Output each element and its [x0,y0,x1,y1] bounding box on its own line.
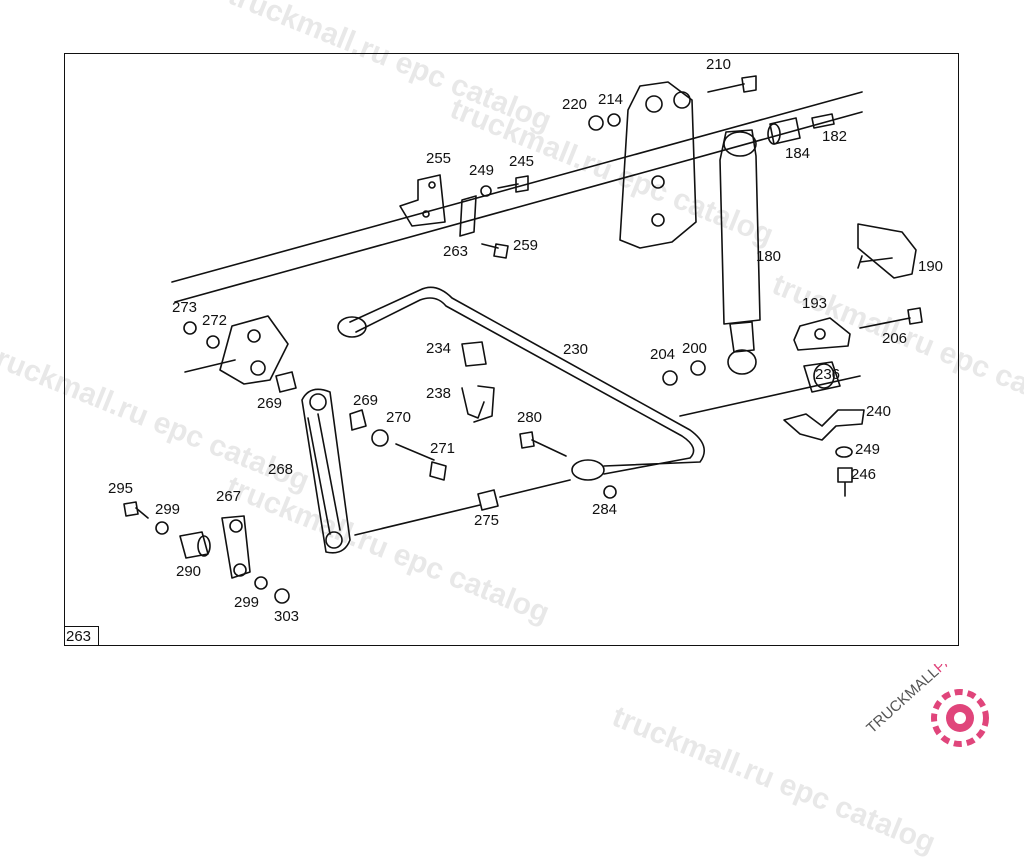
part-number-label[interactable]: 269 [353,392,378,409]
pin-182 [811,113,835,129]
part-number-label[interactable]: 271 [430,440,455,457]
part-number-label[interactable]: 299 [234,594,259,611]
bolt-210 [707,75,757,93]
bushing-269 [349,409,367,431]
bolt-280 [519,431,567,457]
bracket-190 [857,223,917,279]
frame-rail-line [174,111,863,303]
diagram-frame [64,53,959,646]
bolt-245 [497,175,529,193]
logo-gear-icon [931,689,989,747]
block-234 [461,341,487,367]
link-268 [301,388,351,554]
stabilizer-bar-230 [349,286,706,475]
part-number-label[interactable]: 214 [598,91,623,108]
part-number-label[interactable]: 236 [815,366,840,383]
part-number-label[interactable]: 190 [918,258,943,275]
frame-rail-line [499,479,571,498]
part-number-label[interactable]: 249 [855,441,880,458]
part-number-label[interactable]: 268 [268,461,293,478]
part-number-label[interactable]: 295 [108,480,133,497]
shock-bracket [619,81,697,249]
part-number-label[interactable]: 280 [517,409,542,426]
part-number-label[interactable]: 220 [562,96,587,113]
bracket-255 [399,174,446,227]
part-number-label[interactable]: 273 [172,299,197,316]
part-number-label[interactable]: 184 [785,145,810,162]
bushing-269 [275,371,297,393]
part-number-label[interactable]: 180 [756,248,781,265]
part-number-label[interactable]: 230 [563,341,588,358]
part-number-label[interactable]: 245 [509,153,534,170]
part-number-label[interactable]: 206 [882,330,907,347]
parts-diagram: 210 220 214 184 182 255 249 245 263 259 180 190 273 2… [108,56,943,625]
frame-rail-line [184,359,236,373]
part-number-label[interactable]: 238 [426,385,451,402]
part-number-label[interactable]: 259 [513,237,538,254]
clamp-193 [793,317,851,351]
bolt-295 [123,501,149,519]
frame-rail-line [171,91,863,283]
frame-rail-line [354,504,481,536]
part-number-label[interactable]: 234 [426,340,451,357]
link-bracket [219,315,289,385]
part-number-label[interactable]: 272 [202,312,227,329]
part-number-label[interactable]: 299 [155,501,180,518]
clamp-240 [783,409,865,441]
part-number-label[interactable]: 240 [866,403,891,420]
part-number-label[interactable]: 269 [257,395,282,412]
strap-263 [459,195,477,237]
part-number-label[interactable]: 210 [706,56,731,73]
part-number-label[interactable]: 263 [443,243,468,260]
bolt-246 [837,467,853,497]
bolt-259 [481,243,509,259]
page-reference: 263 [64,626,99,646]
part-number-label[interactable]: 255 [426,150,451,167]
part-number-label[interactable]: 246 [851,466,876,483]
part-number-label[interactable]: 303 [274,608,299,625]
part-number-label[interactable]: 182 [822,128,847,145]
truckmall-logo: TRUCKMALLPARTS [863,664,989,747]
part-number-label[interactable]: 284 [592,501,617,518]
bolt-271 [395,443,447,481]
clip-238 [461,385,495,423]
part-number-label[interactable]: 290 [176,563,201,580]
part-number-label[interactable]: 204 [650,346,675,363]
link-267 [221,515,251,579]
part-number-label[interactable]: 267 [216,488,241,505]
part-number-label[interactable]: 193 [802,295,827,312]
bushing-184 [769,117,801,145]
part-number-label[interactable]: 270 [386,409,411,426]
frame-rail-line [679,375,861,417]
part-number-label[interactable]: 249 [469,162,494,179]
shock-absorber-180 [719,129,761,325]
bolt-206 [859,307,923,329]
spacer-275 [477,489,499,511]
part-number-label[interactable]: 200 [682,340,707,357]
part-number-label[interactable]: 275 [474,512,499,529]
